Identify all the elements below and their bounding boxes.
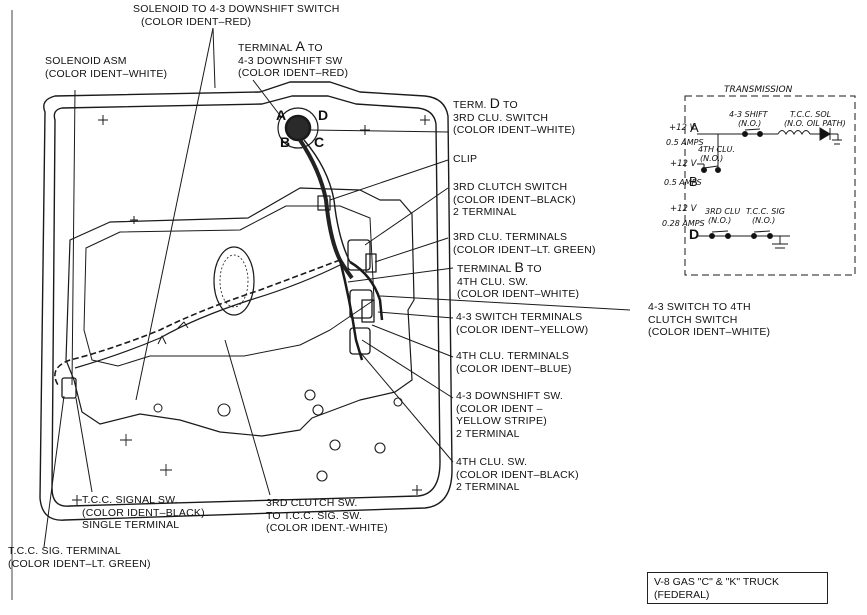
- row-d-terminal: D: [689, 226, 700, 242]
- row-d-switch1: 3RD CLU: [705, 207, 741, 216]
- label-term-d: TERM. D TO 3RD CLU. SWITCH(COLOR IDENT–W…: [453, 95, 576, 136]
- truck-info-box: V-8 GAS "C" & "K" TRUCK (FEDERAL): [647, 572, 828, 604]
- row-d-voltage: +12 V: [670, 204, 697, 214]
- label-terminal-a: TERMINAL A TO 4-3 DOWNSHIFT SW(COLOR IDE…: [238, 38, 349, 79]
- connector-boss: [284, 114, 312, 142]
- downshift-switch: [349, 327, 371, 355]
- schematic-box: [684, 95, 856, 276]
- row-a-switch-state: (N.O.): [738, 119, 762, 128]
- label-third-clutch-switch: 3RD CLUTCH SWITCH(COLOR IDENT–BLACK)2 TE…: [453, 181, 576, 218]
- label-tcc-sig-terminal: T.C.C. SIG. TERMINAL(COLOR IDENT–LT. GRE…: [8, 545, 151, 570]
- connector-letter-a: A: [276, 107, 287, 123]
- label-solenoid-to-43: SOLENOID TO 4-3 DOWNSHIFT SWITCH(COLOR I…: [133, 3, 340, 28]
- fourth-clu-switch: [349, 289, 373, 319]
- truck-model: V-8 GAS "C" & "K" TRUCK: [654, 576, 779, 588]
- label-43-downshift: 4-3 DOWNSHIFT SW.(COLOR IDENT –YELLOW ST…: [456, 390, 564, 440]
- row-a-voltage: +12 V: [669, 123, 696, 133]
- schematic-title: TRANSMISSION: [724, 85, 793, 95]
- third-clutch-switch: [347, 239, 371, 271]
- valve-body: [65, 187, 415, 437]
- filter-outline: [83, 205, 375, 367]
- label-terminal-b: TERMINAL B TO 4TH CLU. SW.(COLOR IDENT–W…: [457, 259, 580, 300]
- connector-letter-b: B: [280, 134, 291, 150]
- row-a-terminal: A: [690, 120, 699, 135]
- row-b-switch-state: (N.O.): [700, 154, 724, 163]
- truck-emissions: (FEDERAL): [654, 588, 710, 601]
- connector-letter-c: C: [314, 134, 325, 150]
- row-d-switch2-state: (N.O.): [752, 216, 776, 225]
- row-a-solenoid-note: (N.O. OIL PATH): [784, 119, 846, 128]
- label-third-clu-terminals: 3RD CLU. TERMINALS(COLOR IDENT–LT. GREEN…: [453, 231, 596, 256]
- label-solenoid-asm: SOLENOID ASM(COLOR IDENT–WHITE): [45, 55, 168, 80]
- row-b-switch: 4TH CLU.: [698, 145, 735, 154]
- row-d-switch1-state: (N.O.): [708, 216, 732, 225]
- label-third-clutch-to-tcc: 3RD CLUTCH SW.TO T.C.C. SIG. SW.(COLOR I…: [266, 497, 388, 534]
- row-a-solenoid: T.C.C. SOL: [790, 110, 832, 119]
- connector-letter-d: D: [318, 107, 329, 123]
- oil-pan-outer: [39, 81, 453, 521]
- wire-to-tcc: [54, 259, 341, 386]
- leader-lines: [43, 27, 631, 548]
- row-d-current: 0.28 AMPS: [662, 219, 705, 228]
- label-tcc-signal-sw: T.C.C. SIGNAL SW.(COLOR IDENT–BLACK)SING…: [82, 494, 205, 531]
- schematic: [684, 95, 856, 276]
- row-b-current: 0.5 AMPS: [664, 178, 702, 187]
- filter-oval: [213, 246, 255, 316]
- row-b-voltage: +12 V: [670, 159, 697, 169]
- row-a-current: 0.5 AMPS: [666, 138, 704, 147]
- wire-harness: [298, 138, 354, 280]
- label-4th-clu-sw: 4TH CLU. SW.(COLOR IDENT–BLACK)2 TERMINA…: [456, 456, 579, 493]
- clip: [317, 195, 331, 211]
- row-d-switch2: T.C.C. SIG: [746, 207, 785, 216]
- label-clip: CLIP: [453, 153, 478, 165]
- label-43-switch-terminals: 4-3 SWITCH TERMINALS(COLOR IDENT–YELLOW): [456, 311, 589, 336]
- label-4th-clu-terminals: 4TH CLU. TERMINALS(COLOR IDENT–BLUE): [456, 350, 572, 375]
- oil-pan-rim: [51, 95, 441, 507]
- tcc-signal-switch: [61, 377, 77, 399]
- row-a-switch: 4-3 SHIFT: [729, 110, 768, 119]
- row-b-terminal: B: [689, 174, 698, 189]
